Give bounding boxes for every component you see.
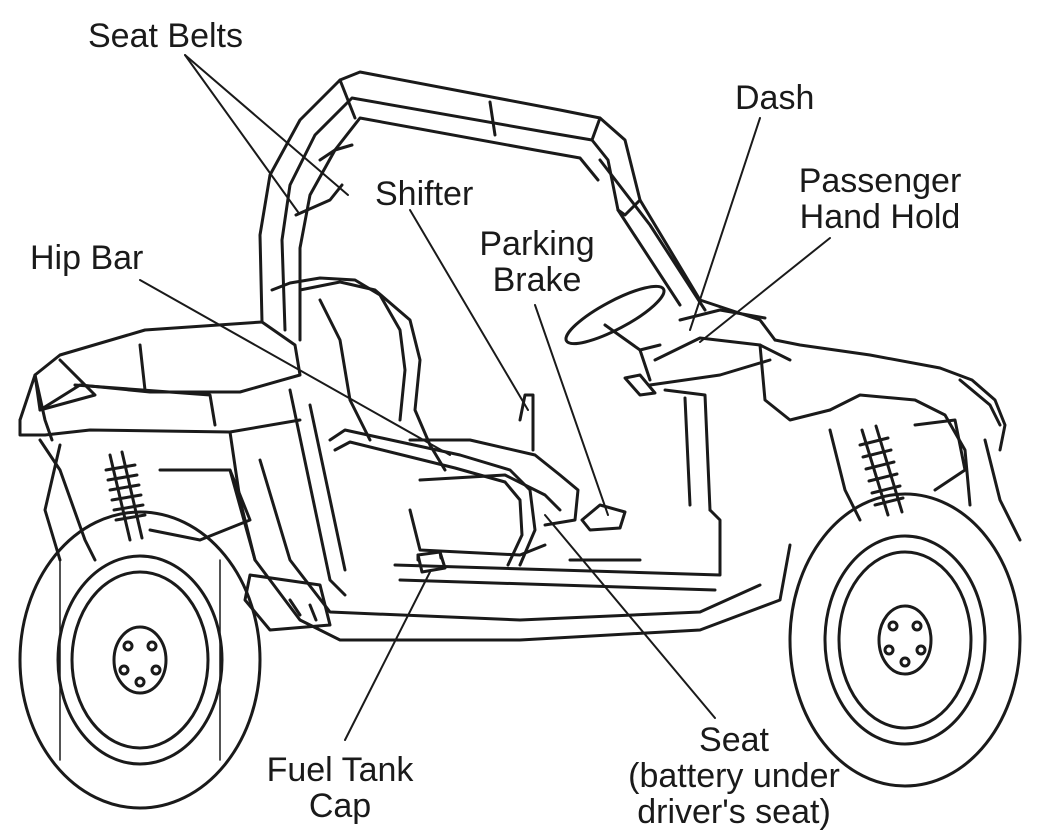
front-wheel	[788, 492, 1022, 788]
label-passenger-hand-hold: Passenger Hand Hold	[785, 163, 975, 235]
rear-wheel	[18, 510, 262, 810]
label-passenger-hand-hold-line-1: Passenger	[798, 162, 962, 200]
leader-shifter	[409, 209, 529, 411]
label-seat-line-2: (battery under	[628, 757, 840, 795]
shifter-and-brake	[518, 393, 627, 532]
leader-fuel-tank-cap	[344, 571, 431, 741]
leader-dash	[689, 117, 761, 331]
callout-lines	[139, 54, 831, 741]
label-seat-belts: Seat Belts	[88, 17, 243, 55]
rear-body	[18, 320, 302, 562]
label-fuel-tank-cap-line-1: Fuel Tank	[266, 751, 414, 789]
label-parking-brake-line-1: Parking	[479, 225, 595, 263]
leader-hip-bar	[139, 279, 451, 456]
leader-passenger-hand-hold	[699, 237, 831, 343]
front-suspension	[828, 418, 967, 522]
label-hip-bar: Hip Bar	[30, 239, 144, 277]
label-fuel-tank-cap-line-2: Cap	[308, 787, 372, 825]
fuel-tank-cap-shape	[416, 550, 447, 574]
label-shifter: Shifter	[375, 175, 474, 213]
label-seat-line-3: driver's seat)	[637, 793, 831, 831]
label-seat: Seat (battery under driver's seat)	[604, 722, 864, 830]
label-parking-brake: Parking Brake	[462, 226, 612, 298]
rear-suspension	[43, 443, 332, 632]
label-parking-brake-line-2: Brake	[492, 261, 582, 299]
label-fuel-tank-cap: Fuel Tank Cap	[240, 752, 440, 824]
label-dash: Dash	[735, 79, 815, 117]
leader-parking-brake	[534, 304, 609, 516]
hip-bar	[328, 428, 537, 567]
leader-seat-belts-b	[184, 54, 349, 196]
leader-seat-belts-a	[184, 54, 299, 213]
label-passenger-hand-hold-line-2: Hand Hold	[799, 198, 961, 236]
dash-and-steering	[564, 284, 792, 512]
leader-seat	[544, 514, 716, 719]
label-seat-line-1: Seat	[699, 721, 769, 759]
roll-cage	[258, 70, 777, 342]
front-body	[758, 338, 1022, 542]
